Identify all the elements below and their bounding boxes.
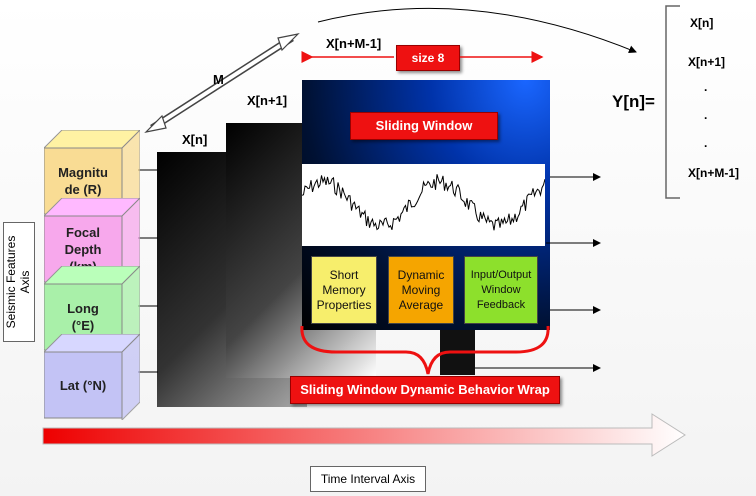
- features-axis-label-box: Seismic Features Axis: [3, 222, 35, 342]
- feature-cube-latitude: Lat (°N): [44, 334, 140, 420]
- property-moving-average-label: Dynamic Moving Average: [397, 267, 445, 312]
- property-short-memory: Short Memory Properties: [311, 256, 377, 324]
- span-label: M: [213, 72, 224, 87]
- output-entry-2: .: [704, 80, 708, 94]
- output-entry-1: X[n+1]: [688, 55, 726, 69]
- property-short-memory-label: Short Memory Properties: [316, 267, 372, 312]
- frame-label-x-n1: X[n+1]: [247, 93, 288, 108]
- output-entry-4: .: [704, 136, 708, 150]
- frame-label-x-nm1: X[n+M-1]: [326, 36, 382, 51]
- feature-label-latitude: Lat (°N): [59, 377, 107, 393]
- property-feedback: Input/Output Window Feedback: [464, 256, 538, 324]
- sliding-window-title: Sliding Window: [350, 112, 498, 140]
- output-curve-arrow: [317, 7, 637, 54]
- wrap-brace: [300, 325, 550, 375]
- size-label: size 8: [396, 45, 460, 71]
- signal-panel: [302, 164, 545, 246]
- output-bracket: [665, 5, 680, 199]
- frame-label-x-n: X[n]: [182, 132, 208, 147]
- seismic-signal: [302, 174, 545, 231]
- property-feedback-label: Input/Output Window Feedback: [470, 268, 532, 311]
- feature-label-longitude: Long (°E): [67, 301, 99, 333]
- output-entry-3: .: [704, 108, 708, 122]
- output-label: Y[n]=: [612, 92, 655, 111]
- span-arrow: [144, 33, 300, 133]
- output-entry-5: X[n+M-1]: [688, 166, 739, 180]
- property-moving-average: Dynamic Moving Average: [388, 256, 454, 324]
- time-axis-label: Time Interval Axis: [310, 466, 426, 492]
- wrap-label: Sliding Window Dynamic Behavior Wrap: [290, 376, 560, 404]
- feature-label-magnitude: Magnitu de (R): [58, 165, 108, 197]
- time-arrow: [42, 413, 686, 457]
- output-entry-0: X[n]: [690, 16, 714, 30]
